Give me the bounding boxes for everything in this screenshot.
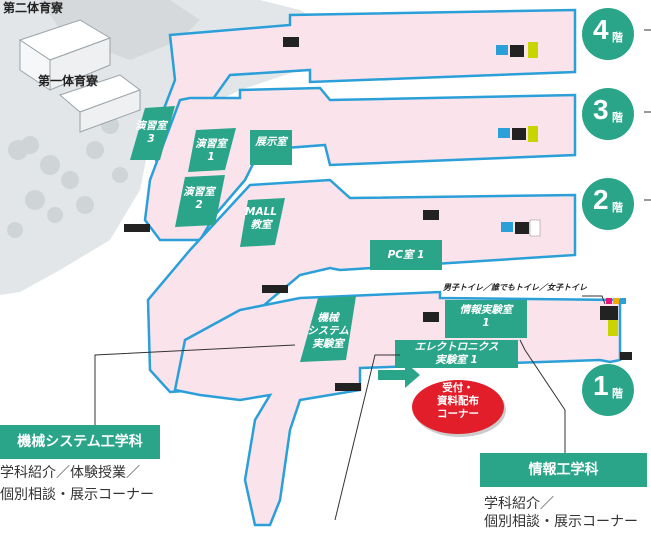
room-blocks — [130, 106, 527, 368]
room-info-lab-1-num: 1 — [482, 317, 490, 329]
room-seminar-2-name: 演習室 — [183, 186, 215, 198]
room-seminar-2-num: 2 — [195, 199, 203, 211]
dept-mechanical-desc-1: 学科紹介／体験授業／ — [0, 465, 140, 481]
floor-1-suffix: 階 — [612, 387, 623, 400]
floor-3-suffix: 階 — [612, 111, 623, 124]
dept-mechanical-desc-2: 個別相談・展示コーナー — [0, 487, 154, 503]
room-seminar-2[interactable]: 演習室 2 — [176, 186, 222, 212]
dept-info-label[interactable]: 情報工学科 — [480, 453, 647, 487]
room-seminar-3[interactable]: 演習室 3 — [132, 120, 170, 146]
reception-line-2: 資料配布 — [437, 395, 479, 407]
room-seminar-3-num: 3 — [147, 133, 155, 145]
floor-3-badge[interactable]: 3 階 — [582, 88, 634, 140]
room-mall-sub: 教室 — [250, 219, 272, 231]
room-seminar-1[interactable]: 演習室 1 — [188, 138, 234, 164]
room-electronics-lab-1-num: 実験室 1 — [435, 354, 478, 366]
dormitory-buildings — [18, 19, 142, 133]
floor-2-suffix: 階 — [612, 201, 623, 214]
dept-info-desc-1: 学科紹介／ — [484, 496, 554, 512]
dept-mechanical-label[interactable]: 機械システム工学科 — [0, 425, 160, 459]
room-mech-lab[interactable]: 機械 システム 実験室 — [300, 312, 356, 351]
room-seminar-1-num: 1 — [207, 151, 215, 163]
floor-1-number: 1 — [593, 370, 609, 401]
room-info-lab-1[interactable]: 情報実験室 1 — [445, 304, 527, 330]
restrooms-caption: 男子トイレ／誰でもトイレ／女子トイレ — [443, 283, 587, 292]
floor-3-number: 3 — [593, 94, 609, 125]
floor-3-plan — [124, 86, 577, 242]
room-mall-name: MALL — [245, 206, 277, 218]
reception-badge[interactable]: 受付・ 資料配布 コーナー — [412, 380, 504, 434]
room-mall[interactable]: MALL 教室 — [238, 206, 284, 232]
room-seminar-1-name: 演習室 — [195, 138, 227, 150]
floor-4-number: 4 — [593, 14, 609, 45]
floor-4-suffix: 階 — [612, 31, 623, 44]
reception-line-3: コーナー — [437, 408, 479, 420]
room-pc-1[interactable]: PC室 1 — [387, 249, 425, 261]
floor-2-number: 2 — [593, 184, 609, 215]
room-electronics-lab-1-name: エレクトロニクス — [414, 341, 499, 353]
room-exhibition[interactable]: 展示室 — [255, 136, 287, 148]
reception-line-1: 受付・ — [442, 382, 474, 394]
floor-4-badge[interactable]: 4 階 — [582, 8, 634, 60]
room-mech-lab-line2: システム — [307, 325, 349, 337]
leader-lines — [94, 29, 651, 521]
room-mech-lab-line3: 実験室 — [312, 338, 344, 350]
dept-info-desc-2: 個別相談・展示コーナー — [484, 514, 638, 530]
room-mech-lab-line1: 機械 — [317, 312, 339, 324]
floor-2-badge[interactable]: 2 階 — [582, 178, 634, 230]
floor-1-badge[interactable]: 1 階 — [582, 364, 634, 416]
first-gym-label: 第一体育寮 — [38, 74, 99, 88]
room-electronics-lab-1[interactable]: エレクトロニクス 実験室 1 — [395, 341, 518, 367]
room-seminar-3-name: 演習室 — [135, 120, 167, 132]
room-info-lab-1-name: 情報実験室 — [459, 304, 513, 316]
second-gym-label: 第二体育寮 — [3, 1, 64, 15]
